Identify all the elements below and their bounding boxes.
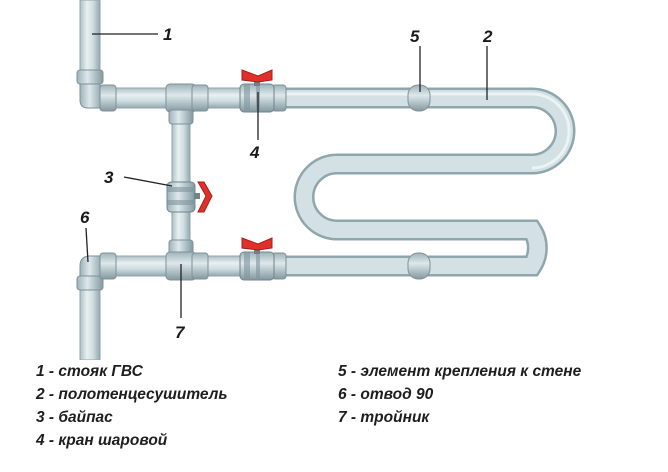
- lower-riser-pipe: [76, 255, 105, 361]
- label-6: 6: [80, 208, 90, 227]
- label-2: 2: [482, 27, 493, 46]
- top-ball-valve: [239, 69, 275, 113]
- wall-mount-bottom: [407, 252, 431, 280]
- legend-item: 2 - полотенцесушитель: [36, 386, 228, 403]
- legend-left-column: 1 - стояк ГВС 2 - полотенцесушитель 3 - …: [36, 360, 228, 452]
- label-4: 4: [249, 143, 260, 162]
- legend-item: 3 - байпас: [36, 409, 113, 426]
- legend-item: 6 - отвод 90: [338, 386, 434, 403]
- label-3: 3: [104, 168, 114, 187]
- towel-dryer: [282, 87, 576, 277]
- label-1: 1: [163, 25, 172, 44]
- riser-pipe: [76, 0, 105, 109]
- label-7: 7: [175, 323, 186, 342]
- legend-item: 1 - стояк ГВС: [36, 363, 143, 380]
- diagram-canvas: 1 2 3 4 5 6 7: [76, 0, 576, 361]
- bottom-ball-valve: [239, 237, 275, 281]
- top-horizontal-pipe: [99, 83, 287, 113]
- bypass-ball-valve: [166, 181, 213, 213]
- legend-item: 4 - кран шаровой: [36, 432, 168, 449]
- legend-item: 5 - элемент крепления к стене: [338, 363, 582, 380]
- legend-item: 7 - тройник: [338, 409, 430, 426]
- wall-mount-top: [407, 84, 431, 112]
- label-5: 5: [410, 27, 420, 46]
- legend-right-column: 5 - элемент крепления к стене 6 - отвод …: [338, 360, 581, 429]
- leader-lines: [85, 33, 488, 318]
- legend: 1 - стояк ГВС 2 - полотенцесушитель 3 - …: [0, 360, 668, 472]
